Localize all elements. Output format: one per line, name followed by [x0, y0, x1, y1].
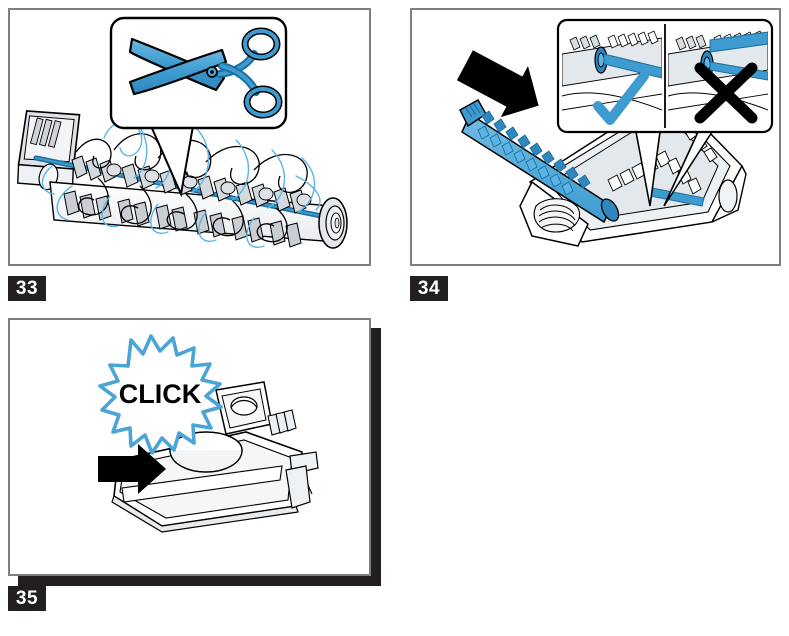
cross-icon: [694, 62, 758, 124]
arrow-icon: [456, 50, 539, 118]
check-icon: [593, 71, 649, 125]
brush-roll-drawing: [17, 110, 348, 249]
arrow-icon: [98, 444, 166, 494]
detail-comparison-box: [556, 18, 774, 134]
panel-step-33: [8, 8, 371, 266]
illustration-insert-brush-roll: [456, 18, 774, 247]
detail-incorrect: [668, 24, 768, 128]
illustration-click-latch: CLICK: [98, 334, 319, 533]
step-number-badge-33: 33: [8, 276, 46, 301]
leader-line-correct: [635, 131, 661, 207]
panel-step-35: CLICK: [8, 318, 371, 576]
panel-step-34: [410, 8, 781, 266]
scissors-callout-bubble: [109, 16, 288, 130]
vacuum-head-drawing-35: [111, 381, 319, 533]
click-label: CLICK: [119, 379, 202, 409]
click-starburst: CLICK: [98, 334, 223, 455]
scissors-icon: [128, 27, 283, 119]
illustration-brush-roll-hair-scissors: [17, 16, 348, 249]
step-number-badge-34: 34: [410, 276, 448, 301]
callout-pointer: [150, 125, 194, 198]
brush-roll-end-cap: [318, 197, 348, 249]
step-number-badge-35: 35: [8, 586, 46, 611]
detail-correct: [562, 24, 662, 128]
leader-line-incorrect: [663, 131, 713, 207]
brush-roll-insert: [459, 99, 620, 224]
